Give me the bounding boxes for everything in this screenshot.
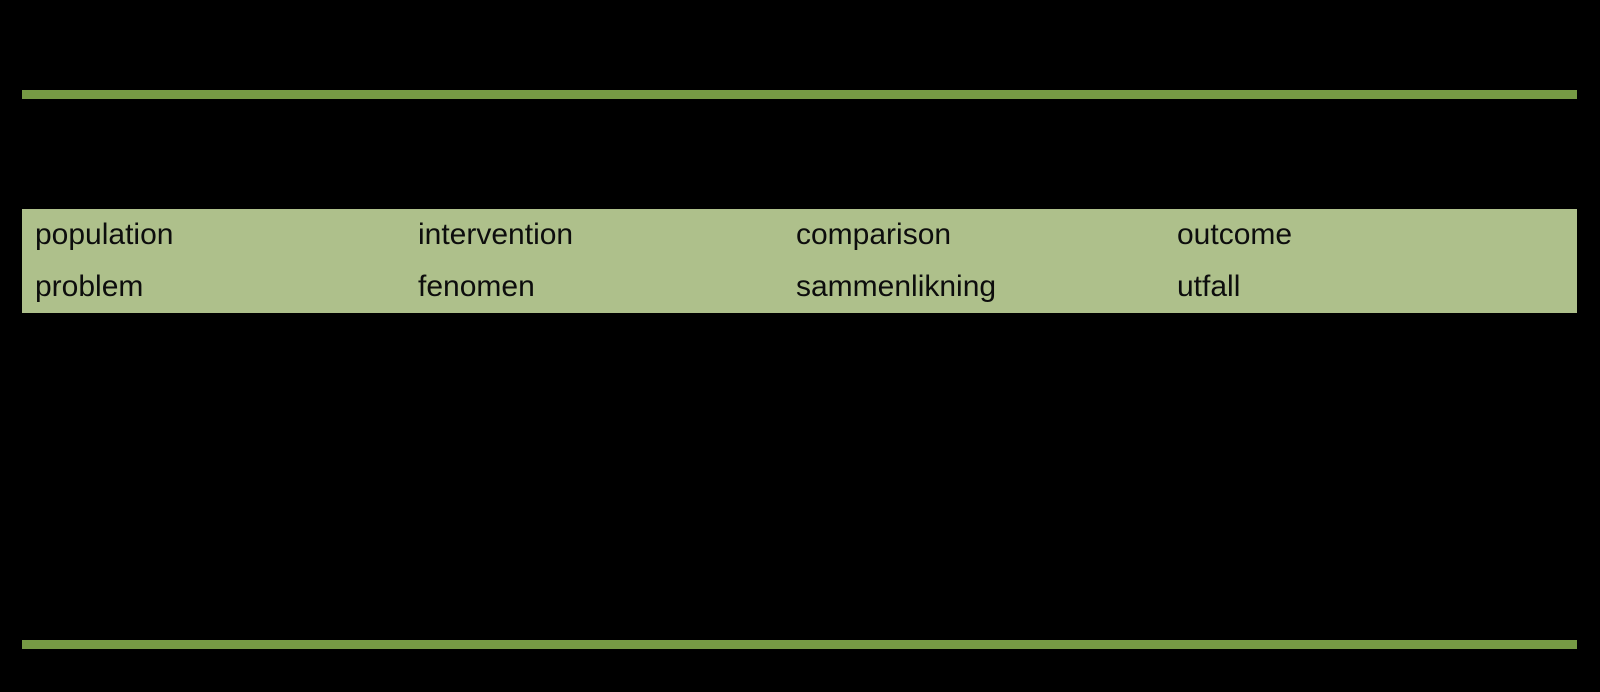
pico-cell-intervention: intervention [418,218,574,251]
slide-title [22,10,1577,88]
table-row: problem fenomen sammenlikning utfall [22,261,1577,313]
bottom-divider-rule [22,640,1577,649]
slide-body-text [22,330,1577,630]
pico-cell-outcome: outcome [1177,218,1293,251]
pico-cell-problem: problem [35,270,144,303]
table-row: population intervention comparison outco… [22,209,1577,261]
pico-cell-sammenlikning: sammenlikning [796,270,997,303]
pico-table: population intervention comparison outco… [22,209,1577,313]
top-divider-rule [22,90,1577,99]
pico-cell-fenomen: fenomen [418,270,535,303]
pico-cell-utfall: utfall [1177,270,1241,303]
pico-cell-population: population [35,218,174,251]
pico-cell-comparison: comparison [796,218,952,251]
